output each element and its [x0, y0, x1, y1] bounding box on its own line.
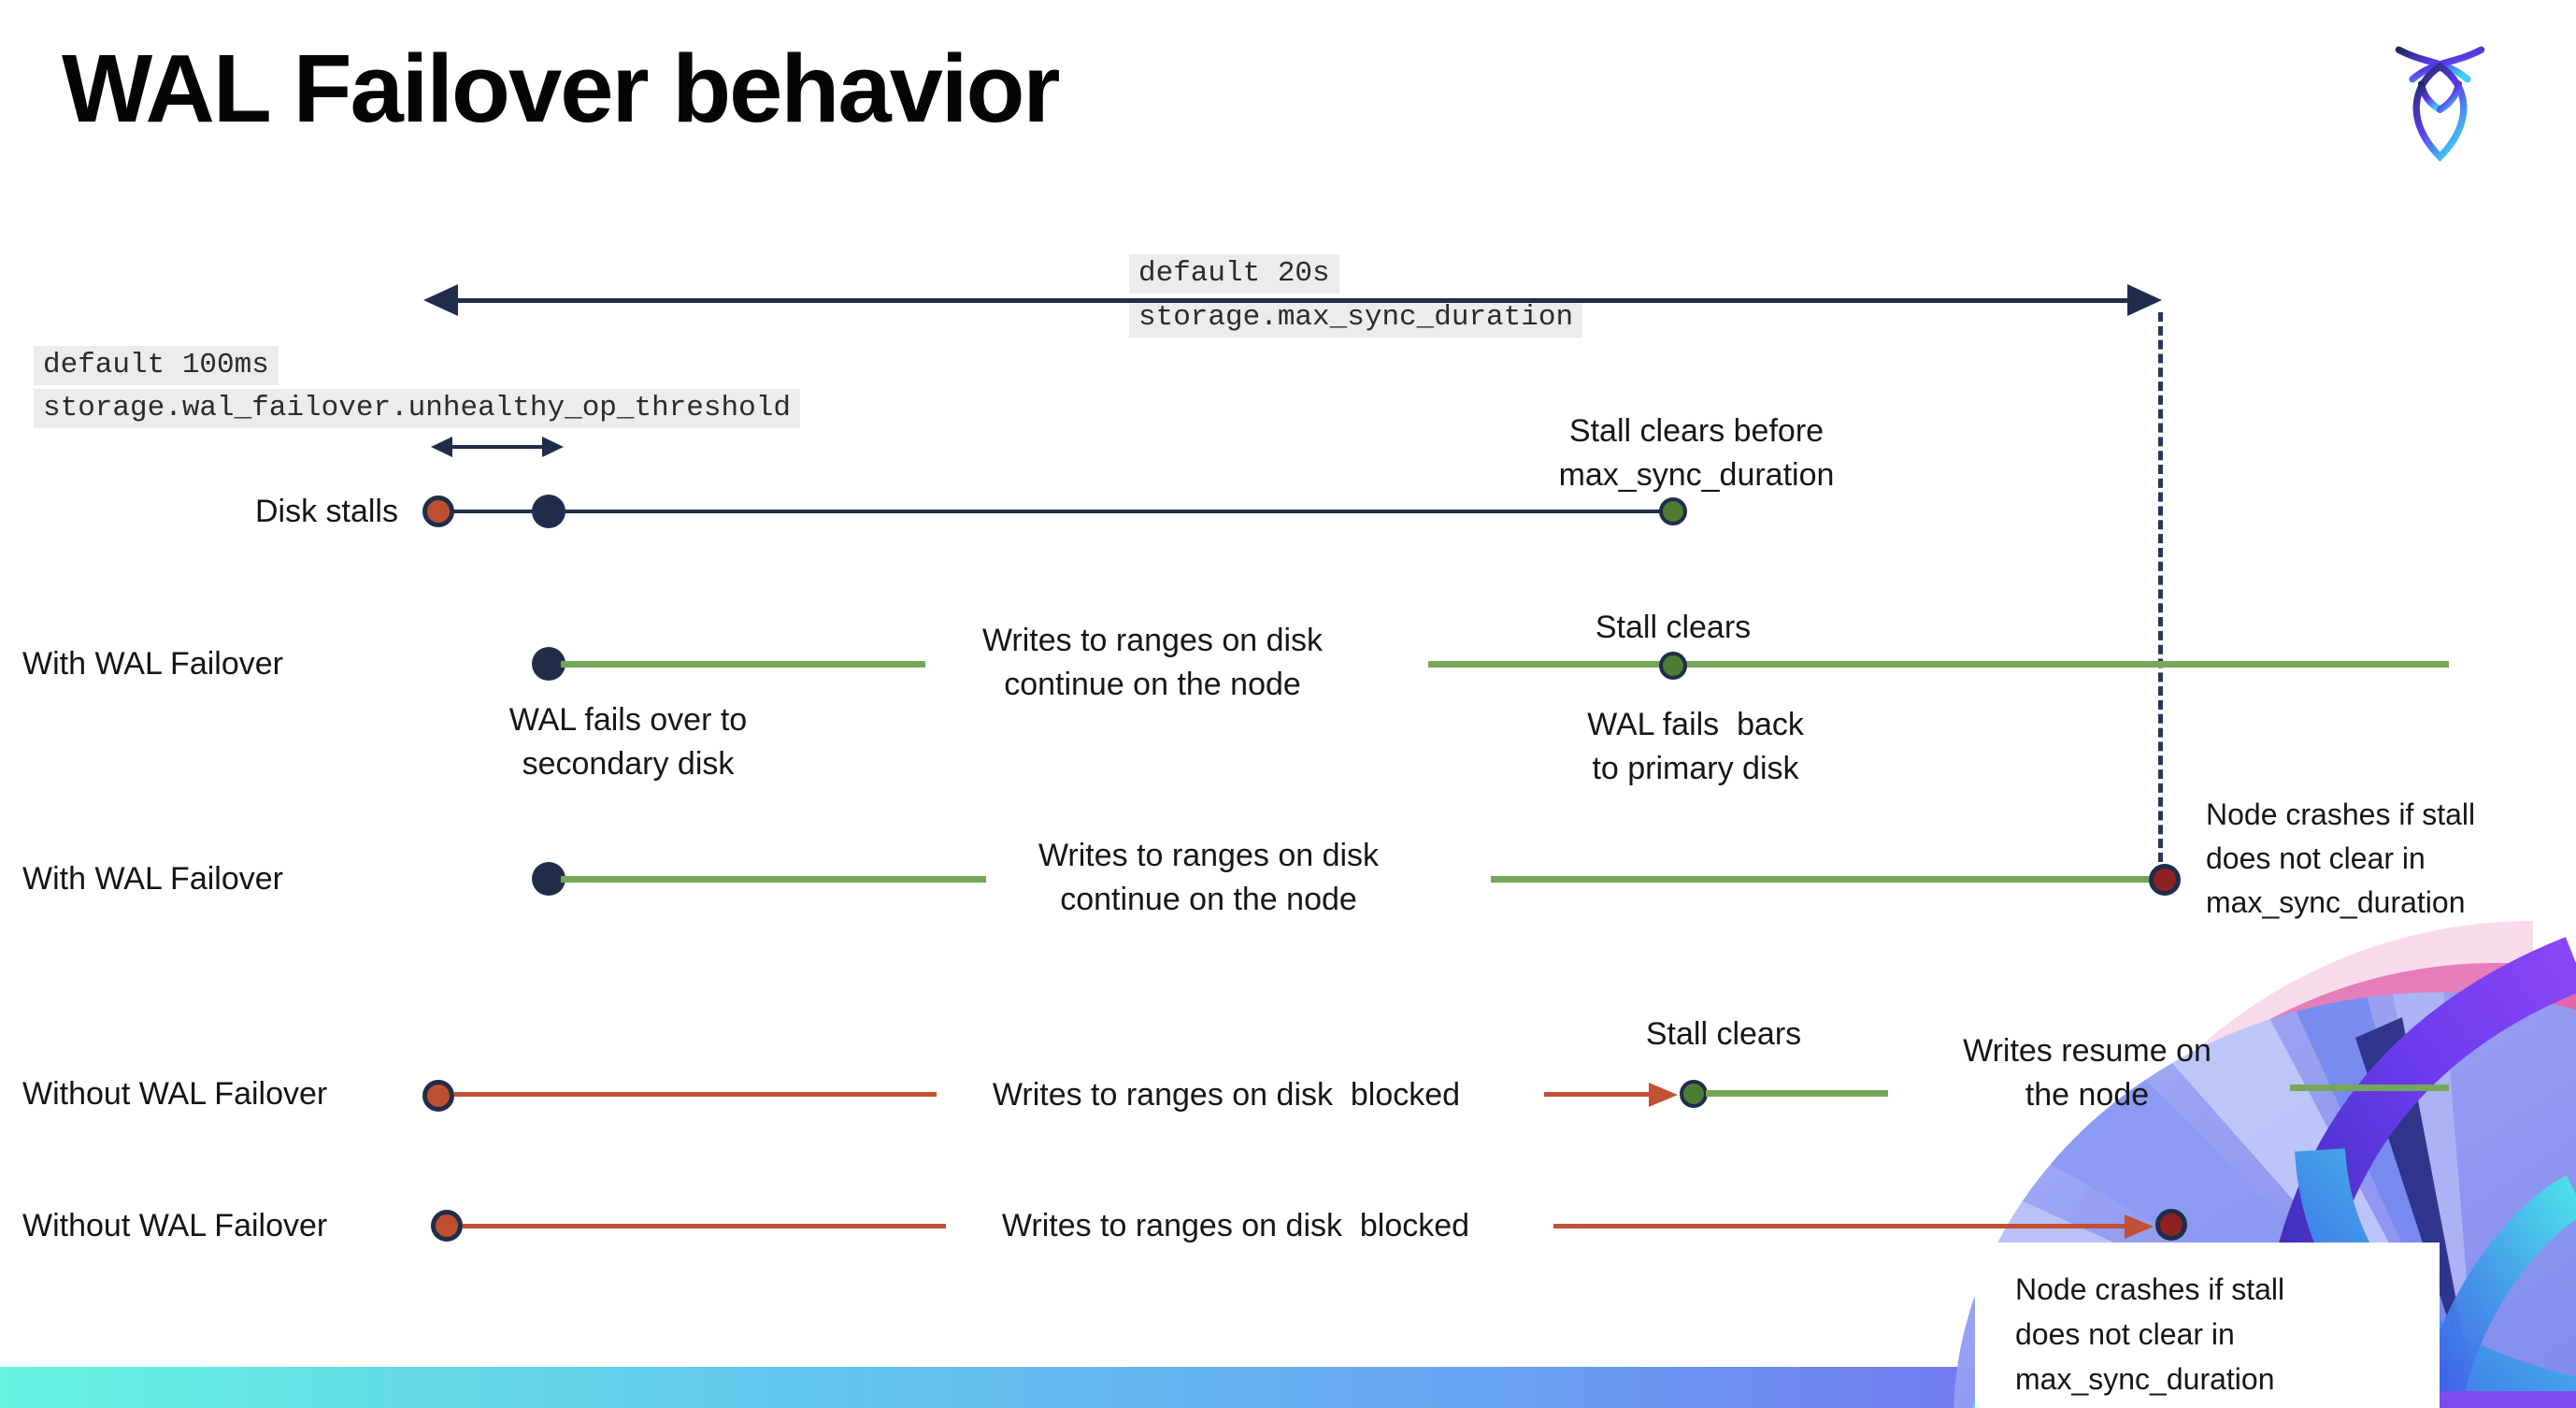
max-sync-deadline-dashed-line	[2158, 312, 2163, 862]
row4-stall-clears-dot	[1680, 1080, 1708, 1108]
row1-stall-start-dot	[422, 496, 454, 527]
row3-green-line-a	[561, 876, 986, 883]
row4-green-line	[1706, 1090, 1888, 1097]
row3-crash-dot	[2149, 864, 2181, 896]
writes-resume-annotation: Writes resume on the node	[1963, 1033, 2211, 1113]
row4-red-line-b	[1544, 1092, 1651, 1097]
unhealthy-arrow-line	[447, 445, 550, 449]
row5-red-line-a	[463, 1224, 946, 1228]
node-crashes-callout-box: Node crashes if stall does not clear in …	[1975, 1243, 2440, 1408]
row2-writes-continue-annotation: Writes to ranges on disk continue on the…	[981, 623, 1324, 702]
max-sync-setting-chip: storage.max_sync_duration	[1129, 298, 1583, 338]
row1-threshold-dot	[532, 495, 565, 528]
row5-writes-blocked-annotation: Writes to ranges on disk blocked	[1001, 1208, 1470, 1243]
row4-stall-start-dot	[422, 1080, 454, 1112]
row2-green-line-b	[1428, 661, 2449, 668]
row4-red-line-a	[454, 1092, 937, 1097]
unhealthy-default-chip: default 100ms	[34, 346, 279, 385]
row3-green-line-b	[1491, 876, 2151, 883]
row2-stall-clears-dot	[1659, 652, 1687, 680]
row3-writes-continue-annotation: Writes to ranges on disk continue on the…	[1038, 838, 1380, 917]
max-sync-arrowhead-right-icon	[2127, 284, 2162, 316]
row4-stall-clears-annotation: Stall clears	[1645, 1016, 1802, 1052]
row1-stall-clears-dot	[1659, 497, 1687, 525]
unhealthy-setting-chip: storage.wal_failover.unhealthy_op_thresh…	[34, 389, 800, 428]
wal-fails-back-annotation: WAL fails back to primary disk	[1587, 707, 1804, 786]
row4-writes-blocked-annotation: Writes to ranges on disk blocked	[992, 1077, 1461, 1113]
row-label-disk-stalls: Disk stalls	[254, 494, 398, 529]
unhealthy-arrowhead-left-icon	[431, 437, 452, 457]
row5-red-arrowhead-icon	[2125, 1214, 2154, 1239]
row4-red-arrowhead-icon	[1649, 1083, 1678, 1107]
row5-stall-start-dot	[431, 1210, 463, 1242]
row3-node-crashes-annotation: Node crashes if stall does not clear in …	[2206, 797, 2476, 919]
max-sync-default-chip: default 20s	[1129, 254, 1339, 294]
row-label-without-wal-failover-1: Without WAL Failover	[22, 1076, 328, 1112]
row2-stall-clears-annotation: Stall clears	[1595, 610, 1752, 645]
row-label-without-wal-failover-2: Without WAL Failover	[22, 1208, 328, 1243]
row2-failover-dot	[532, 647, 565, 681]
max-sync-arrowhead-left-icon	[423, 284, 458, 316]
row2-green-line-a	[561, 661, 925, 668]
max-sync-arrow-line	[439, 298, 2144, 303]
page-title: WAL Failover behavior	[62, 35, 1061, 142]
row-label-with-wal-failover-2: With WAL Failover	[22, 861, 283, 897]
row4-green-line-right	[2290, 1085, 2449, 1091]
wal-fails-over-annotation: WAL fails over to secondary disk	[508, 702, 748, 782]
cockroachdb-logo-icon	[2395, 46, 2485, 162]
row1-timeline	[438, 510, 1675, 513]
stall-clears-before-annotation: Stall clears before max_sync_duration	[1558, 413, 1835, 493]
row5-crash-dot	[2155, 1209, 2187, 1241]
row3-failover-dot	[532, 862, 565, 896]
row5-node-crashes-annotation: Node crashes if stall does not clear in …	[2015, 1272, 2285, 1396]
row-label-with-wal-failover-1: With WAL Failover	[22, 646, 283, 682]
unhealthy-arrowhead-right-icon	[542, 437, 564, 457]
row5-red-line-b	[1553, 1224, 2125, 1228]
